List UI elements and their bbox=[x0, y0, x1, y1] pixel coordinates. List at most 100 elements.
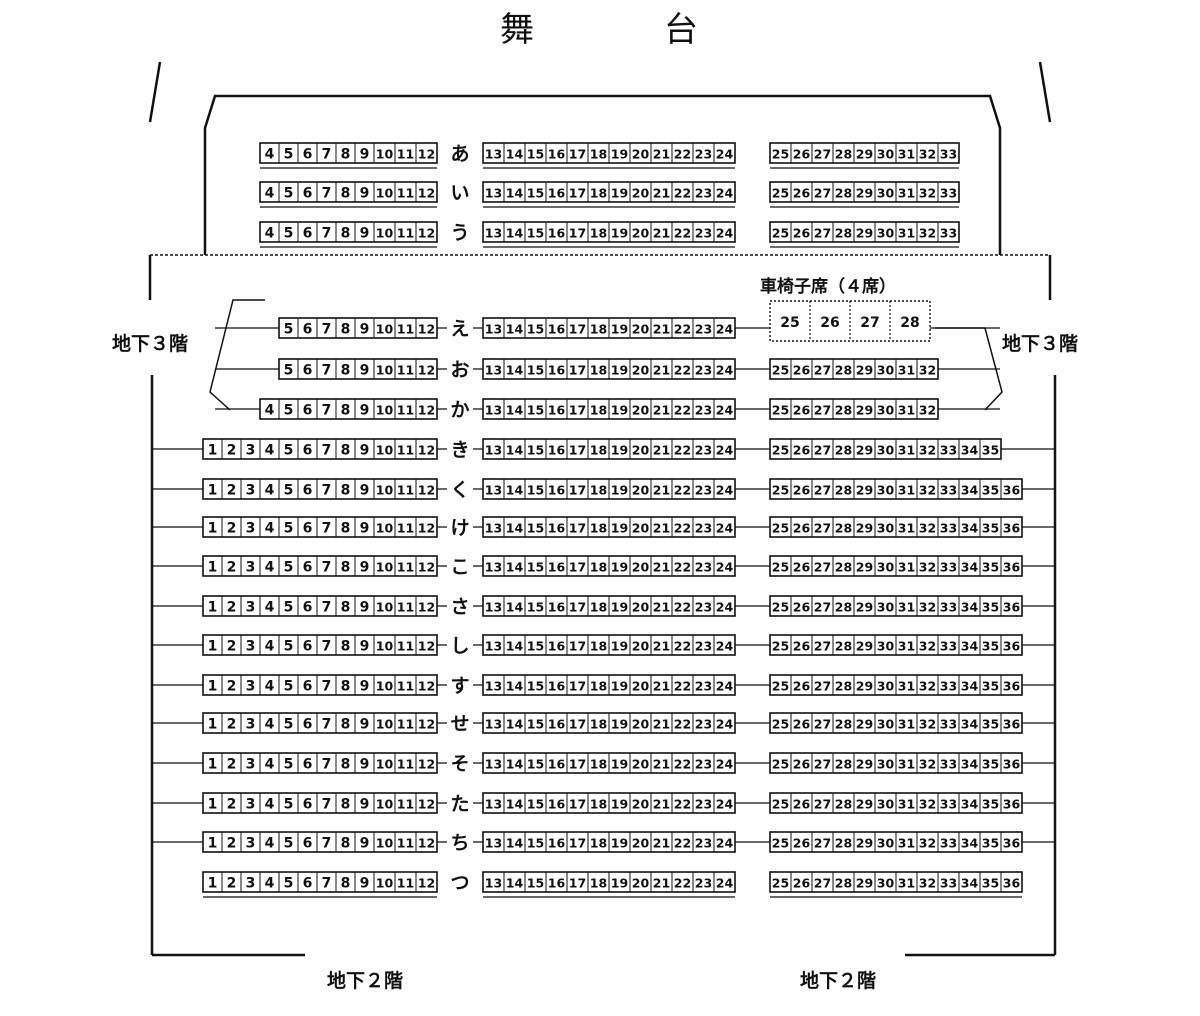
row-label: た bbox=[450, 793, 469, 815]
seat-block-frame bbox=[202, 438, 438, 460]
seat-35: 35 bbox=[982, 521, 999, 536]
seat-block-frame bbox=[202, 674, 438, 696]
seat-27: 27 bbox=[814, 186, 831, 201]
seat-30: 30 bbox=[877, 363, 895, 378]
seat-1: 1 bbox=[208, 797, 218, 813]
seat-33: 33 bbox=[940, 560, 957, 575]
seat-35: 35 bbox=[982, 483, 999, 498]
seat-21: 21 bbox=[653, 560, 670, 575]
seat-8: 8 bbox=[341, 363, 351, 379]
seat-31: 31 bbox=[898, 717, 915, 732]
row-label-bg bbox=[447, 317, 473, 339]
seat-26: 26 bbox=[793, 363, 811, 378]
row-label: そ bbox=[450, 753, 469, 775]
seat-30: 30 bbox=[877, 147, 895, 162]
seat-11: 11 bbox=[397, 443, 414, 458]
seat-2: 2 bbox=[227, 836, 237, 852]
seat-9: 9 bbox=[360, 797, 370, 813]
seat-22: 22 bbox=[674, 876, 691, 891]
seat-6: 6 bbox=[303, 521, 313, 537]
seat-7: 7 bbox=[322, 560, 332, 576]
seat-11: 11 bbox=[397, 322, 414, 337]
seat-36: 36 bbox=[1003, 483, 1021, 498]
seat-16: 16 bbox=[548, 403, 566, 418]
row-label-bg bbox=[447, 516, 473, 538]
seat-22: 22 bbox=[674, 600, 691, 615]
seat-6: 6 bbox=[303, 322, 313, 338]
row-label-bg bbox=[447, 358, 473, 380]
seat-33: 33 bbox=[940, 226, 957, 241]
seat-20: 20 bbox=[632, 717, 650, 732]
seat-8: 8 bbox=[341, 322, 351, 338]
seat-2: 2 bbox=[227, 560, 237, 576]
seat-23: 23 bbox=[695, 836, 712, 851]
seat-28: 28 bbox=[835, 226, 852, 241]
seat-26: 26 bbox=[793, 836, 811, 851]
seat-36: 36 bbox=[1003, 679, 1021, 694]
seat-9: 9 bbox=[360, 226, 370, 242]
seat-32: 32 bbox=[919, 443, 936, 458]
seat-13: 13 bbox=[485, 186, 502, 201]
seat-33: 33 bbox=[940, 836, 957, 851]
seat-28: 28 bbox=[835, 363, 852, 378]
seat-19: 19 bbox=[611, 226, 628, 241]
seat-1: 1 bbox=[208, 757, 218, 773]
seat-27: 27 bbox=[814, 443, 831, 458]
seat-9: 9 bbox=[360, 147, 370, 163]
seat-6: 6 bbox=[303, 363, 313, 379]
seat-14: 14 bbox=[506, 560, 524, 575]
seat-12: 12 bbox=[418, 560, 435, 575]
seat-11: 11 bbox=[397, 147, 414, 162]
seat-11: 11 bbox=[397, 679, 414, 694]
seat-2: 2 bbox=[227, 639, 237, 655]
seat-31: 31 bbox=[898, 560, 915, 575]
seat-24: 24 bbox=[716, 226, 734, 241]
seat-6: 6 bbox=[303, 876, 313, 892]
seat-32: 32 bbox=[919, 483, 936, 498]
seat-16: 16 bbox=[548, 443, 566, 458]
seat-5: 5 bbox=[284, 226, 294, 242]
seat-24: 24 bbox=[716, 757, 734, 772]
seat-8: 8 bbox=[341, 876, 351, 892]
seat-1: 1 bbox=[208, 560, 218, 576]
seat-24: 24 bbox=[716, 521, 734, 536]
seat-31: 31 bbox=[898, 757, 915, 772]
seat-25: 25 bbox=[772, 876, 789, 891]
seat-27: 27 bbox=[814, 363, 831, 378]
seat-2: 2 bbox=[227, 876, 237, 892]
seat-21: 21 bbox=[653, 876, 670, 891]
seat-12: 12 bbox=[418, 403, 435, 418]
seat-5: 5 bbox=[284, 876, 294, 892]
seat-28: 28 bbox=[835, 679, 852, 694]
seat-block-frame bbox=[202, 595, 438, 617]
seat-27: 27 bbox=[814, 560, 831, 575]
seat-11: 11 bbox=[397, 560, 414, 575]
seat-26: 26 bbox=[793, 147, 811, 162]
seat-33: 33 bbox=[940, 679, 957, 694]
seat-5: 5 bbox=[284, 147, 294, 163]
seat-24: 24 bbox=[716, 403, 734, 418]
seat-29: 29 bbox=[856, 679, 873, 694]
seat-33: 33 bbox=[940, 757, 957, 772]
seat-14: 14 bbox=[506, 483, 524, 498]
seat-12: 12 bbox=[418, 717, 435, 732]
seat-2: 2 bbox=[227, 757, 237, 773]
seat-20: 20 bbox=[632, 147, 650, 162]
seat-1: 1 bbox=[208, 443, 218, 459]
seat-6: 6 bbox=[303, 600, 313, 616]
seat-23: 23 bbox=[695, 560, 712, 575]
seat-30: 30 bbox=[877, 639, 895, 654]
seat-7: 7 bbox=[322, 797, 332, 813]
seat-29: 29 bbox=[856, 226, 873, 241]
seat-12: 12 bbox=[418, 836, 435, 851]
seat-6: 6 bbox=[303, 483, 313, 499]
